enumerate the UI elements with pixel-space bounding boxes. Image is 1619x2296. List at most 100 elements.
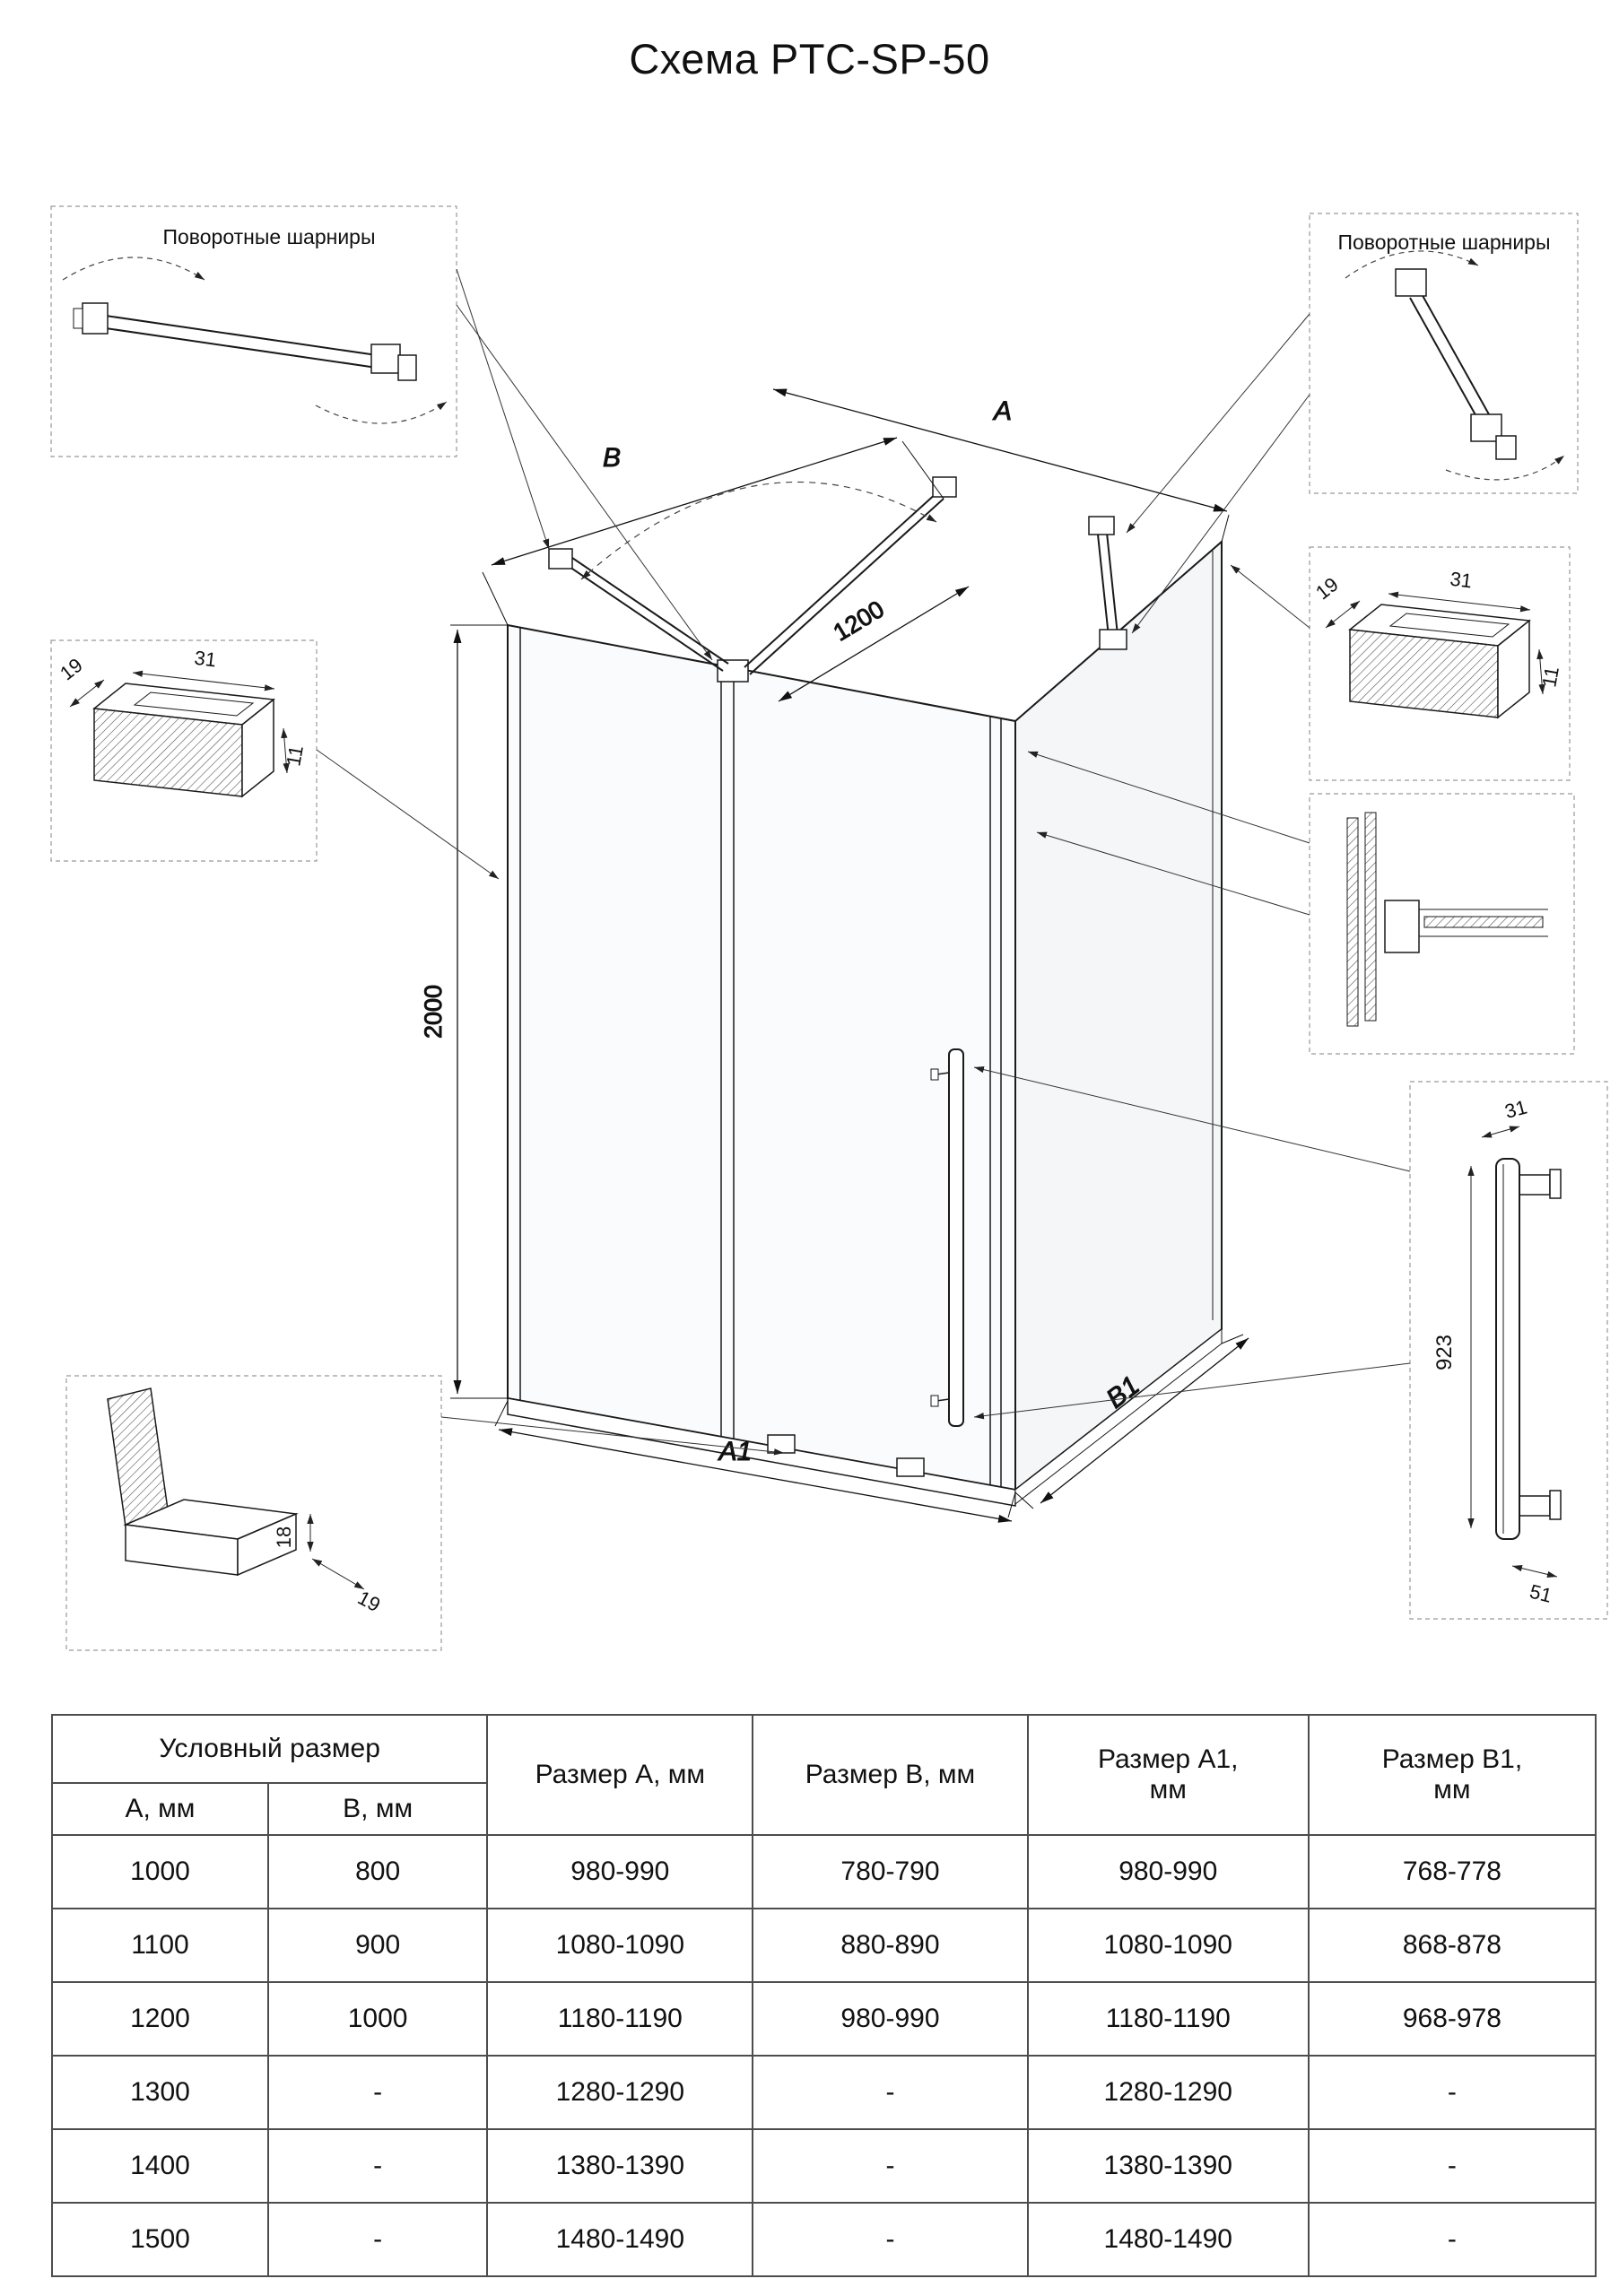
table-row: 1000 800 980-990 780-790 980-990 768-778 xyxy=(51,1834,1597,1909)
cell-size-b: - xyxy=(752,2128,1029,2204)
callout-box xyxy=(65,1375,442,1651)
cell-size-b1: - xyxy=(1307,2055,1597,2130)
shower-enclosure xyxy=(507,476,1223,1507)
hinge-left-label: Поворотные шарниры xyxy=(162,225,375,248)
cell-size-b1: - xyxy=(1307,2202,1597,2277)
profile-left-thickness: 11 xyxy=(282,744,308,768)
dim-a1-label: A1 xyxy=(718,1437,753,1466)
leader-line xyxy=(1230,564,1310,629)
dim-line-1200 xyxy=(778,586,970,702)
leader-line xyxy=(316,749,500,880)
cell-a: 1300 xyxy=(51,2055,269,2130)
cell-b: - xyxy=(266,2128,489,2204)
table-header-size-a: Размер А, мм xyxy=(486,1714,754,1836)
dim-a-label: A xyxy=(992,396,1012,426)
leader-line xyxy=(440,1416,785,1456)
cell-size-b1: 968-978 xyxy=(1307,1981,1597,2057)
cell-size-a1: 1180-1190 xyxy=(1026,1981,1310,2057)
table-row: 1200 1000 1180-1190 980-990 1180-1190 96… xyxy=(51,1981,1597,2057)
cell-size-a1: 980-990 xyxy=(1026,1834,1310,1909)
cell-a: 1100 xyxy=(51,1908,269,1983)
cell-size-a1: 1280-1290 xyxy=(1026,2055,1310,2130)
callout-box xyxy=(50,639,318,862)
callout-glass-joint xyxy=(1027,751,1575,1055)
dim-b-label: B xyxy=(603,443,621,473)
rotation-arc xyxy=(315,401,448,424)
callout-hinge-right: Поворотные шарниры xyxy=(1126,213,1579,634)
cell-size-a1: 1380-1390 xyxy=(1026,2128,1310,2204)
leader-line xyxy=(456,268,550,550)
table-row: 1400 - 1380-1390 - 1380-1390 - xyxy=(51,2128,1597,2204)
leader-line xyxy=(1126,313,1310,534)
profile-right-thickness: 11 xyxy=(1537,665,1563,689)
dim-line-a xyxy=(772,388,1228,512)
callout-box xyxy=(1309,793,1575,1055)
bottom-profile-depth: 19 xyxy=(354,1587,384,1617)
dim-line-b1 xyxy=(1040,1337,1249,1504)
door-roller xyxy=(767,1434,796,1454)
size-table: Условный размер Размер А, мм Размер В, м… xyxy=(50,1714,1597,2277)
cell-size-a1: 1480-1490 xyxy=(1026,2202,1310,2277)
technical-drawing: B A 1200 2000 A1 B1 Поворотные шарниры xyxy=(50,205,1608,1651)
bottom-profile-height: 18 xyxy=(273,1526,295,1548)
dim-2000-label: 2000 xyxy=(420,985,447,1039)
handle-width: 31 xyxy=(1502,1096,1529,1123)
cell-size-b: 980-990 xyxy=(752,1981,1029,2057)
leader-line xyxy=(973,1065,1411,1172)
door-roller xyxy=(896,1457,925,1477)
profile-left-depth: 19 xyxy=(56,654,87,685)
callout-wall-profile-right: 19 31 11 xyxy=(1230,546,1571,781)
leader-line xyxy=(1036,831,1310,916)
leader-line xyxy=(456,304,713,661)
cell-size-b: - xyxy=(752,2055,1029,2130)
cell-size-b1: 768-778 xyxy=(1307,1834,1597,1909)
cell-b: 800 xyxy=(266,1834,489,1909)
profile-right-depth: 19 xyxy=(1311,573,1343,604)
cell-size-b1: - xyxy=(1307,2128,1597,2204)
cell-b: 900 xyxy=(266,1908,489,1983)
leader-line xyxy=(1027,751,1310,844)
callout-box xyxy=(1309,546,1571,781)
rotation-arc xyxy=(1445,455,1565,481)
cell-a: 1000 xyxy=(51,1834,269,1909)
table-header-b: В, мм xyxy=(266,1782,489,1836)
cell-size-b: 780-790 xyxy=(752,1834,1029,1909)
front-glass-panel xyxy=(507,623,1016,1492)
callout-box xyxy=(1409,1081,1608,1620)
support-bar-side xyxy=(1088,516,1127,650)
cell-size-a: 1180-1190 xyxy=(486,1981,754,2057)
table-header-size-b1: Размер В1, мм xyxy=(1307,1714,1597,1836)
callout-wall-profile-left: 19 31 11 xyxy=(50,639,500,880)
table-row: 1100 900 1080-1090 880-890 1080-1090 868… xyxy=(51,1908,1597,1983)
leader-line xyxy=(973,1362,1411,1420)
cell-a: 1200 xyxy=(51,1981,269,2057)
door-handle xyxy=(930,1048,964,1427)
table-header-size-a1: Размер А1, мм xyxy=(1026,1714,1310,1836)
cell-size-a: 1380-1390 xyxy=(486,2128,754,2204)
cell-size-a: 1280-1290 xyxy=(486,2055,754,2130)
dim-line-b xyxy=(491,437,898,566)
cell-size-a: 980-990 xyxy=(486,1834,754,1909)
cell-size-b: 880-890 xyxy=(752,1908,1029,1983)
handle-depth: 51 xyxy=(1528,1580,1554,1607)
callout-box xyxy=(50,205,457,457)
cell-size-a: 1080-1090 xyxy=(486,1908,754,1983)
cell-size-b1: 868-878 xyxy=(1307,1908,1597,1983)
cell-size-a: 1480-1490 xyxy=(486,2202,754,2277)
page-title: Схема PTC-SP-50 xyxy=(629,35,990,83)
hinge-right-label: Поворотные шарниры xyxy=(1337,230,1550,254)
cell-size-a1: 1080-1090 xyxy=(1026,1908,1310,1983)
cell-size-b: - xyxy=(752,2202,1029,2277)
profile-right-width: 31 xyxy=(1449,568,1473,593)
cell-a: 1400 xyxy=(51,2128,269,2204)
dim-line-a1 xyxy=(498,1428,1013,1523)
cell-b: - xyxy=(266,2055,489,2130)
callout-box xyxy=(1309,213,1579,494)
table-row: 1300 - 1280-1290 - 1280-1290 - xyxy=(51,2055,1597,2130)
table-row: 1500 - 1480-1490 - 1480-1490 - xyxy=(51,2202,1597,2277)
leader-line xyxy=(1131,394,1310,634)
rotation-arc xyxy=(62,257,205,281)
cell-a: 1500 xyxy=(51,2202,269,2277)
swing-arc xyxy=(580,481,937,580)
table-header-group: Условный размер xyxy=(50,1714,489,1784)
